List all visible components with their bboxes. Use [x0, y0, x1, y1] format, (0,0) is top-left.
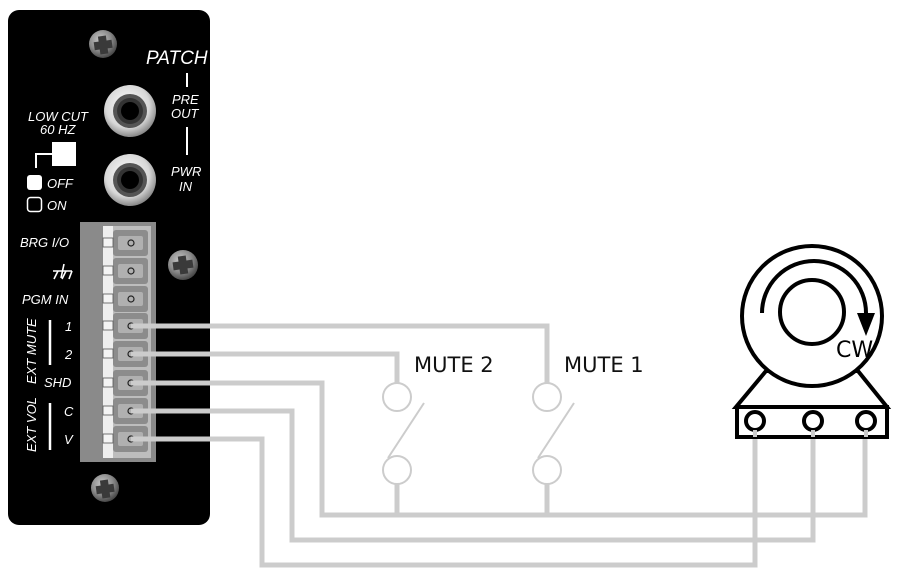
terminal-7[interactable] [102, 398, 148, 424]
terminal-1[interactable] [102, 230, 148, 256]
switch-off-label: OFF [47, 176, 74, 191]
terminal-label-ext-vol-c: C [64, 404, 74, 419]
potentiometer [731, 244, 892, 439]
terminal-label-ext-mute-1: 1 [65, 319, 72, 334]
terminal-label-pgm-in: PGM IN [22, 292, 69, 307]
terminal-5[interactable] [102, 341, 148, 367]
switch-off-indicator [27, 175, 42, 190]
ext-vol-group-label: EXT VOL [24, 397, 39, 452]
mute-2-switch [382, 382, 425, 485]
pre-out-label-line2: OUT [171, 106, 200, 121]
pwr-in-label-line2: IN [179, 179, 193, 194]
low-cut-label-line2: 60 HZ [40, 122, 76, 137]
wire-ext-vol-v [131, 428, 758, 568]
pwr-in-label-line1: PWR [171, 164, 201, 179]
wire-shd [131, 380, 868, 518]
pre-out-jack[interactable] [104, 85, 156, 137]
mute-1-switch [532, 382, 575, 485]
screw-icon [91, 474, 119, 502]
ext-mute-group-label: EXT MUTE [24, 318, 39, 384]
terminal-2[interactable] [102, 258, 148, 284]
ground-icon [53, 263, 73, 280]
wires [131, 323, 868, 568]
wire-ext-mute-2 [131, 351, 400, 383]
terminal-8[interactable] [102, 426, 148, 452]
terminal-6[interactable] [102, 370, 148, 396]
pwr-in-jack[interactable] [104, 154, 156, 206]
pot-terminal-right [855, 410, 877, 432]
patch-label: PATCH [146, 48, 208, 69]
terminal-label-shd: SHD [44, 375, 71, 390]
screw-icon [89, 30, 117, 58]
pre-out-label-line1: PRE [172, 92, 199, 107]
wire-ext-vol-c [131, 408, 816, 543]
pot-terminal-left [744, 410, 766, 432]
mute-2-label: MUTE 2 [414, 353, 494, 377]
low-cut-label-line1: LOW CUT [28, 109, 89, 124]
mute-1-label: MUTE 1 [564, 353, 644, 377]
switch-on-indicator [26, 196, 43, 213]
wire-ext-mute-1 [131, 323, 550, 383]
low-cut-switch[interactable] [35, 142, 76, 168]
terminal-4[interactable] [102, 313, 148, 339]
terminal-label-brg-io: BRG I/O [20, 235, 69, 250]
pot-terminal-wiper [802, 410, 824, 432]
screw-icon [168, 250, 198, 280]
terminal-label-ext-mute-2: 2 [64, 347, 73, 362]
switch-on-label: ON [47, 198, 67, 213]
device-panel: PATCH PRE OUT PWR IN LOW CUT 60 HZ OFF [8, 10, 210, 525]
terminal-3[interactable] [102, 286, 148, 312]
pot-wire-stubs [753, 430, 868, 437]
terminal-label-ext-vol-v: V [64, 432, 74, 447]
cw-label: CW [836, 338, 873, 363]
